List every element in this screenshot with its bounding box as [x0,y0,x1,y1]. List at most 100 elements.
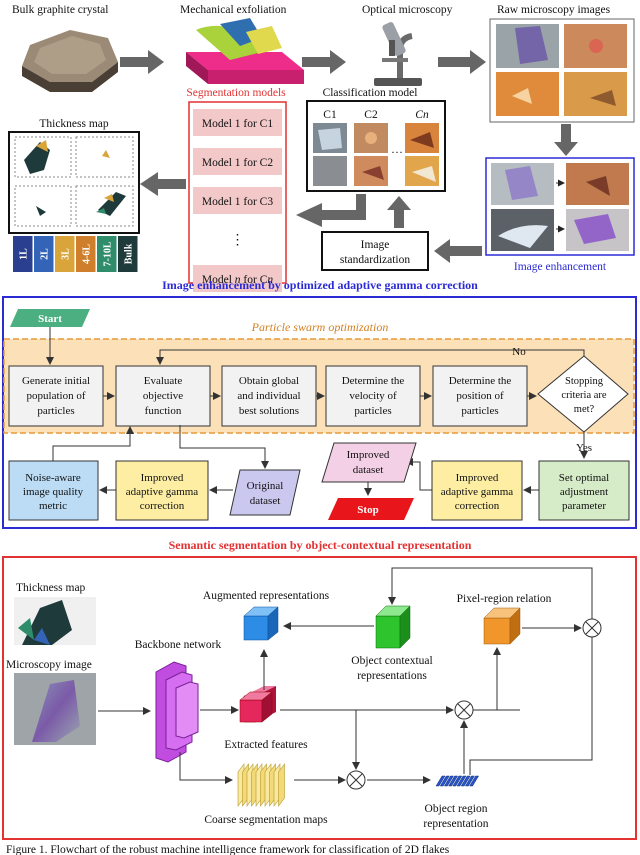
set-optimal-line2: adjustment [560,486,608,498]
pso-step-box [325,365,421,427]
gamma-right-line2: adaptive gamma [441,486,514,498]
label-classification-model: Classification model [323,87,418,99]
arrow-exfoliation-to-microscope [302,50,346,74]
pso-step-label: Determine the [342,375,405,387]
object-region-slice [452,775,463,787]
pso-step-box [221,365,317,427]
label-backbone-network: Backbone network [135,639,222,651]
segmentation-model-box [193,265,282,292]
label-mechanical-exfoliation: Mechanical exfoliation [180,4,287,16]
image-standardization-box [321,231,429,271]
figure-caption: Figure 1. Flowchart of the robust machin… [6,844,450,855]
object-contextual-cube [375,605,411,649]
legend-label: 2L [39,248,50,260]
bottom-section-title: Semantic segmentation by object-contextu… [169,538,472,552]
image-enhancement-panel [485,157,635,256]
arrow-classification-to-models [296,194,366,227]
thickness-map-output-image [14,597,96,645]
legend-swatch [97,236,117,272]
coarse-segmentation-maps-stack [237,763,285,807]
arrow-bulk-to-exfoliation [120,50,164,74]
segmentation-model-label: Model 1 for C1 [202,118,273,130]
segmentation-model-label: Model n for Cn [202,274,274,286]
multiply-symbol-top-right [582,618,602,638]
set-optimal-box [538,460,630,521]
stop-label: Stop [357,504,378,516]
label-image-enhancement: Image enhancement [514,261,607,273]
standardization-line2: standardization [340,254,411,266]
legend-label: Bulk [123,243,134,264]
object-region-slice [448,775,459,787]
label-optical-microscopy: Optical microscopy [362,4,453,16]
pso-label: Particle swarm optimization [251,320,389,334]
pso-step-label: and individual [237,390,300,402]
backbone-network-block [155,661,199,763]
label-augmented: Augmented representations [203,590,330,602]
pso-frame [3,338,635,434]
exfoliation-image [186,18,304,84]
pso-step-label: Evaluate [144,375,183,387]
pso-step-label: function [145,405,182,417]
legend-swatch [13,236,33,272]
gamma-correction-right [431,460,523,521]
label-coarse-maps: Coarse segmentation maps [204,814,328,826]
legend-label: 7-10L [102,241,113,266]
arrow-models-to-thickness [140,172,186,196]
pso-step-label: Determine the [449,375,512,387]
raw-images-panel [489,18,635,123]
object-region-line2: representation [423,818,488,830]
improved-dataset-line1: Improved [347,449,390,461]
arrow-standardization-to-classification [387,196,411,228]
original-dataset-node [229,469,301,516]
label-segmentation-models: Segmentation models [186,87,286,99]
set-optimal-line3: parameter [562,500,606,512]
bottom-section-frame [2,556,637,840]
object-region-slice [469,775,480,787]
microscope-icon [374,22,422,86]
noise-metric-line2: image quality [23,486,84,498]
decision-line3: met? [574,404,595,415]
label-raw-images: Raw microscopy images [497,4,611,16]
standardization-line1: Image [361,239,390,251]
extracted-features-cube [239,686,276,723]
start-label: Start [38,313,62,325]
improved-dataset-line2: dataset [353,464,384,476]
object-region-representation-stack [435,775,480,787]
legend-swatch [55,236,75,272]
object-region-slice [443,775,454,787]
object-region-slice [460,775,471,787]
segmentation-model-box [193,187,282,214]
legend-label: 4-6L [81,244,92,264]
segmentation-model-box [193,109,282,136]
arrow-enhancement-to-standardization [434,239,482,263]
graphite-crystal-image [22,30,118,92]
label-extracted-features: Extracted features [224,739,308,751]
arrow-raw-to-enhancement [554,124,578,156]
classification-model-panel [306,100,446,192]
pso-step-box [8,365,104,427]
pso-step-label: position of [456,390,504,402]
object-region-slice [464,775,475,787]
gamma-left-line2: adaptive gamma [126,486,199,498]
label-microscopy-image: Microscopy image [6,659,92,671]
class-label-cn: Cn [415,109,429,121]
label-pixel-region: Pixel-region relation [457,593,552,605]
yes-label: Yes [576,442,592,454]
pso-step-box [115,365,211,427]
legend-label: 3L [60,248,71,260]
pso-step-label: particles [461,405,498,417]
segmentation-model-box [193,148,282,175]
object-region-slice [435,775,446,787]
object-contextual-line1: Object contextual [351,655,432,667]
segmentation-model-label: Model 1 for C3 [202,196,273,208]
pso-step-label: particles [37,405,74,417]
gamma-right-line3: correction [455,500,500,512]
object-region-slice [439,775,450,787]
label-thickness-map-top: Thickness map [39,118,109,130]
segmentation-model-label: Model 1 for C2 [202,157,273,169]
object-region-slice [456,775,467,787]
pso-step-label: Obtain global [239,375,299,387]
start-node [10,309,90,327]
gamma-left-line3: correction [140,500,185,512]
